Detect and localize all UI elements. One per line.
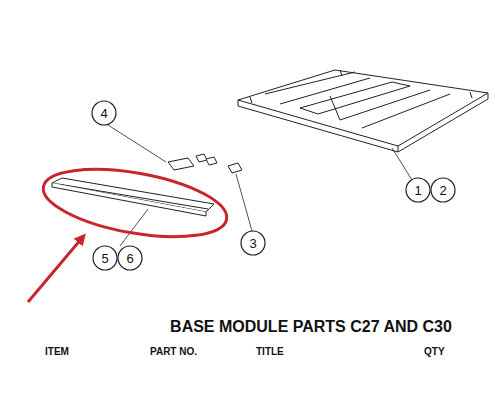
callout-number: 1 bbox=[405, 177, 431, 203]
base-tray bbox=[238, 70, 488, 152]
bracket-part-3 bbox=[196, 154, 207, 162]
leader-lines bbox=[108, 125, 412, 246]
table-header: TITLE bbox=[256, 346, 284, 357]
table-header: ITEM bbox=[45, 346, 69, 357]
callout-number: 3 bbox=[240, 230, 266, 256]
callout-circle: 3 bbox=[240, 230, 266, 256]
callout-number: 6 bbox=[117, 245, 143, 271]
bracket-part-3 bbox=[228, 163, 242, 173]
diagram-title: BASE MODULE PARTS C27 AND C30 bbox=[170, 318, 452, 336]
callout-circle: 5 bbox=[92, 245, 118, 271]
table-header: PART NO. bbox=[150, 346, 197, 357]
callout-circle: 4 bbox=[91, 100, 117, 126]
callout-ring bbox=[118, 246, 142, 270]
callout-ring bbox=[431, 178, 455, 202]
bracket-part-3 bbox=[206, 157, 217, 165]
callout-circle: 6 bbox=[117, 245, 143, 271]
plate-part-4 bbox=[168, 158, 194, 170]
callout-ring bbox=[241, 231, 265, 255]
callout-ring bbox=[93, 246, 117, 270]
callout-number: 2 bbox=[430, 177, 456, 203]
callout-circle: 1 bbox=[405, 177, 431, 203]
highlight-arrow bbox=[28, 238, 82, 302]
callout-number: 5 bbox=[92, 245, 118, 271]
callout-ring bbox=[92, 101, 116, 125]
callout-ring bbox=[406, 178, 430, 202]
part-brackets bbox=[168, 154, 242, 173]
table-header: QTY bbox=[424, 346, 445, 357]
callout-number: 4 bbox=[91, 100, 117, 126]
callout-circle: 2 bbox=[430, 177, 456, 203]
highlight-ellipse bbox=[38, 157, 232, 248]
long-strip-part-5-6 bbox=[52, 178, 214, 216]
